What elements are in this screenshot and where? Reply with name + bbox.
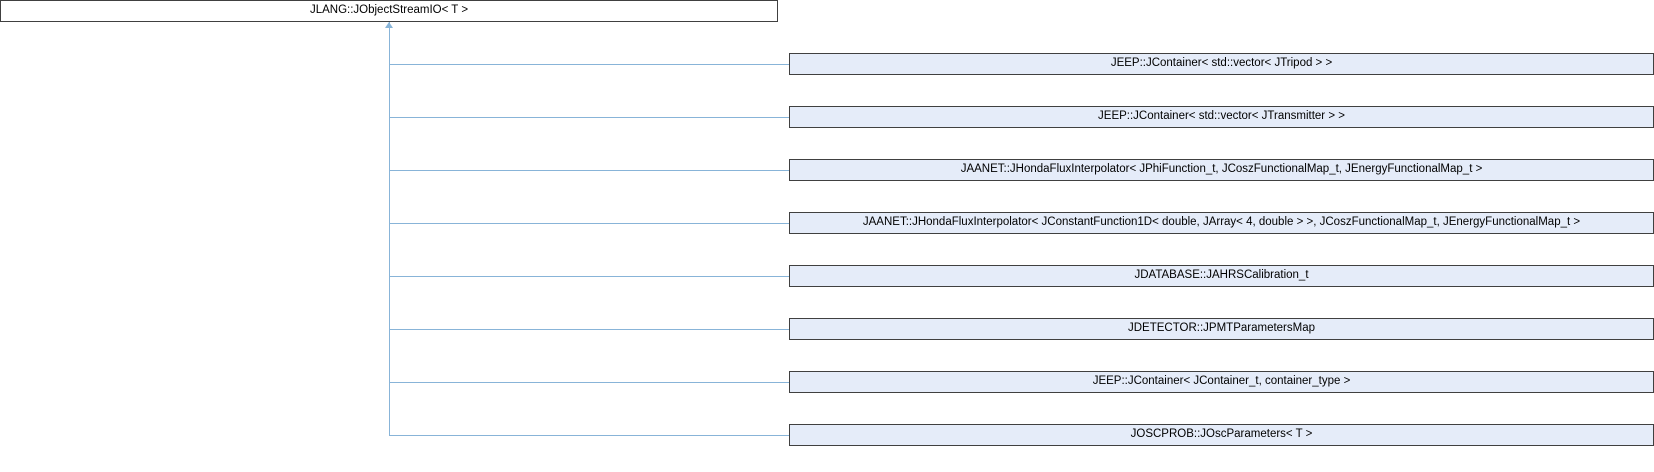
class-node-derived-8[interactable]: JOSCPROB::JOscParameters< T > (789, 424, 1654, 446)
edge-branch-7 (389, 382, 789, 383)
class-node-derived-4[interactable]: JAANET::JHondaFluxInterpolator< JConstan… (789, 212, 1654, 234)
class-node-label: JEEP::JContainer< JContainer_t, containe… (1092, 375, 1351, 388)
class-node-label: JOSCPROB::JOscParameters< T > (1130, 428, 1313, 441)
class-node-derived-2[interactable]: JEEP::JContainer< std::vector< JTransmit… (789, 106, 1654, 128)
class-node-label: JEEP::JContainer< std::vector< JTransmit… (1098, 110, 1345, 123)
edge-branch-6 (389, 329, 789, 330)
class-node-label: JAANET::JHondaFluxInterpolator< JPhiFunc… (960, 163, 1483, 176)
edge-branch-1 (389, 64, 789, 65)
edge-branch-8 (389, 435, 789, 436)
class-node-label: JLANG::JObjectStreamIO< T > (309, 4, 469, 17)
class-node-root[interactable]: JLANG::JObjectStreamIO< T > (0, 0, 778, 22)
edge-branch-4 (389, 223, 789, 224)
edge-branch-5 (389, 276, 789, 277)
class-node-derived-7[interactable]: JEEP::JContainer< JContainer_t, containe… (789, 371, 1654, 393)
class-node-derived-3[interactable]: JAANET::JHondaFluxInterpolator< JPhiFunc… (789, 159, 1654, 181)
edge-trunk-vertical (389, 22, 390, 435)
class-node-label: JDETECTOR::JPMTParametersMap (1127, 322, 1315, 335)
edge-branch-3 (389, 170, 789, 171)
class-node-derived-5[interactable]: JDATABASE::JAHRSCalibration_t (789, 265, 1654, 287)
class-node-label: JEEP::JContainer< std::vector< JTripod >… (1110, 57, 1333, 70)
edge-branch-2 (389, 117, 789, 118)
class-node-derived-6[interactable]: JDETECTOR::JPMTParametersMap (789, 318, 1654, 340)
class-node-derived-1[interactable]: JEEP::JContainer< std::vector< JTripod >… (789, 53, 1654, 75)
class-node-label: JDATABASE::JAHRSCalibration_t (1134, 269, 1309, 282)
class-node-label: JAANET::JHondaFluxInterpolator< JConstan… (862, 216, 1581, 229)
